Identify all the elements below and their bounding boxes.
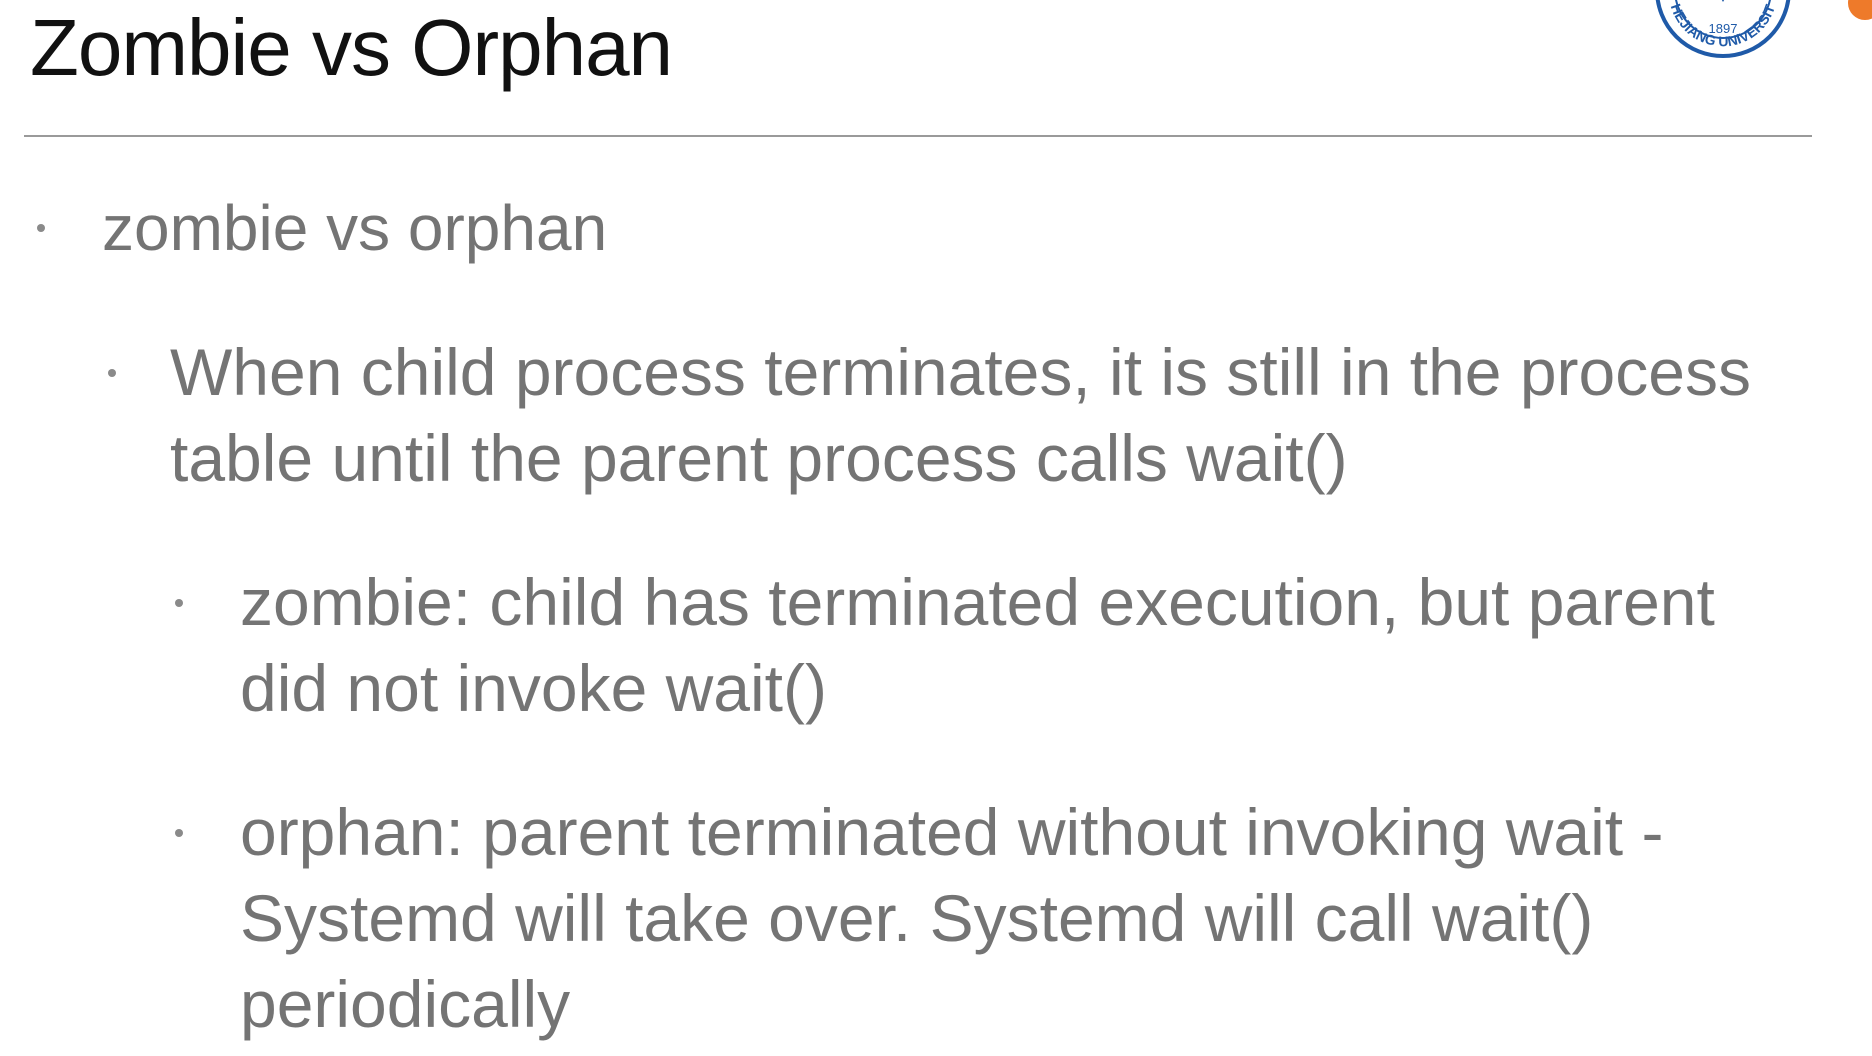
- title-divider: [24, 135, 1812, 137]
- bullet-marker-1: [37, 224, 45, 232]
- logo-year: 1897: [1709, 21, 1738, 36]
- bullet-1-line-1: zombie vs orphan: [102, 192, 608, 264]
- bullet-marker-4: [175, 829, 183, 837]
- bullet-marker-3: [175, 599, 183, 607]
- bullet-3-line-2: did not invoke wait(): [240, 651, 827, 725]
- bullet-4-line-2: Systemd will take over. Systemd will cal…: [240, 881, 1594, 955]
- zhejiang-university-logo: 1897 ZHEJIANG UNIVERSITY: [1652, 0, 1791, 58]
- corner-indicator: [1848, 0, 1872, 20]
- bullet-3-line-1: zombie: child has terminated execution, …: [240, 565, 1715, 639]
- bullet-2-line-1: When child process terminates, it is sti…: [170, 335, 1751, 409]
- bullet-2-line-2: table until the parent process calls wai…: [170, 421, 1348, 495]
- bullet-4-line-3: periodically: [240, 967, 571, 1041]
- slide-title: Zombie vs Orphan: [30, 3, 673, 92]
- bullet-marker-2: [108, 369, 116, 377]
- bullet-4-line-1: orphan: parent terminated without invoki…: [240, 795, 1664, 869]
